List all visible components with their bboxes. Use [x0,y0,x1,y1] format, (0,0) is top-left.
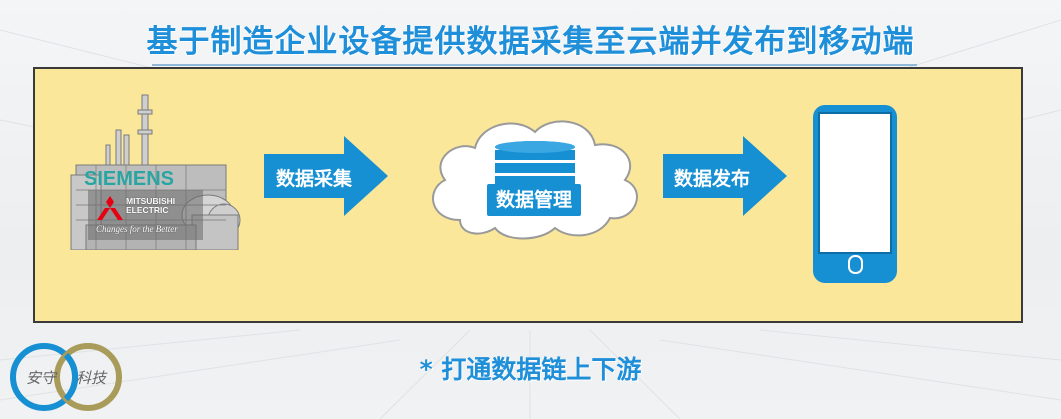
factory-icon [70,94,241,250]
arrow-right-icon-2 [663,136,787,216]
title-underline [152,64,917,66]
page-title: 基于制造企业设备提供数据采集至云端并发布到移动端 [146,24,915,60]
arrow-collect-label: 数据采集 [276,168,353,190]
arrow-publish-label: 数据发布 [674,168,751,190]
company-logo-icon [10,343,122,411]
company-name-left: 安守 [26,369,57,387]
phone-icon [813,105,897,283]
database-icon [495,141,575,188]
company-name-right: 科技 [76,369,107,387]
mitsubishi-text: MITSUBISHI ELECTRIC [126,196,176,215]
mitsubishi-logo-icon [97,196,123,220]
bullet-point: * 打通数据链上下游 [419,355,642,384]
database-label: 数据管理 [487,184,581,216]
siemens-logo: SIEMENS [84,168,175,190]
mitsubishi-slogan: Changes for the Better [96,224,178,234]
arrow-right-icon [264,136,388,216]
